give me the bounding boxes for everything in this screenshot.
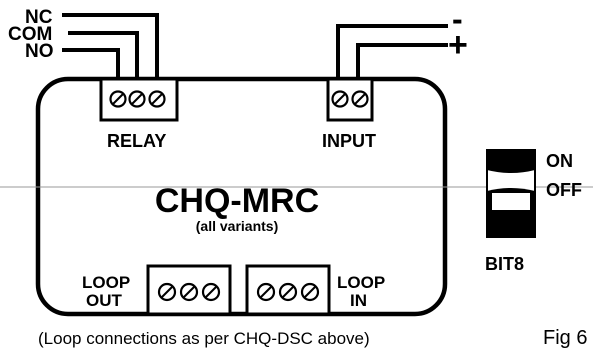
wire-input-plus [356,43,448,80]
label-com: COM [8,24,52,45]
label-loop-in-line2: IN [350,291,367,310]
label-loop-out-line1: LOOP [82,273,130,292]
label-loop-out-line2: OUT [86,291,123,310]
board-outline [35,76,448,317]
dip-switch [486,149,536,238]
label-input-minus: - [452,1,463,37]
wire-nc [62,13,159,80]
wire-no [62,48,120,80]
label-bit8: BIT8 [485,254,524,274]
loop-out-terminal-block [146,264,232,316]
label-no: NO [25,41,54,62]
wire-input-minus [336,24,448,80]
label-input: INPUT [322,131,376,151]
footnote: (Loop connections as per CHQ-DSC above) [38,329,370,348]
relay-terminal-block [99,77,179,122]
label-dip-on: ON [546,151,573,171]
wire-com [68,31,139,80]
label-relay: RELAY [107,131,166,151]
label-loop-in-line1: LOOP [337,273,385,292]
board-title: CHQ-MRC [155,182,319,220]
dip-switch-top-shading [487,150,535,173]
label-nc: NC [25,7,53,28]
input-terminal-block [326,77,374,122]
label-input-plus: + [448,26,468,64]
loop-in-terminal-block [245,264,331,316]
board-subtitle: (all variants) [196,218,278,234]
label-dip-off: OFF [546,180,582,200]
figure-label: Fig 6 [543,327,587,349]
